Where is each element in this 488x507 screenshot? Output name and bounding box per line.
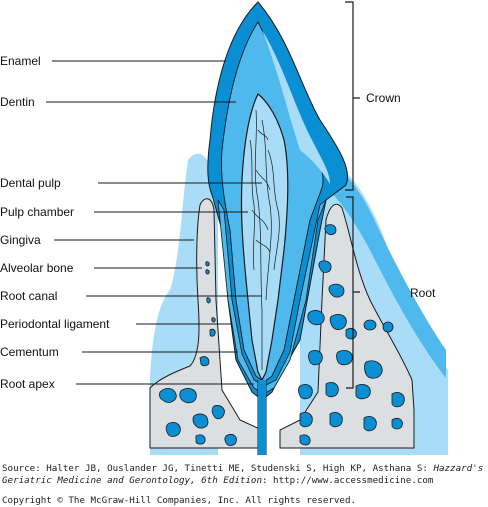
root-bracket xyxy=(346,196,360,389)
label-crown: Crown xyxy=(366,91,401,105)
label-gingiva: Gingiva xyxy=(0,233,41,247)
caption-copyright: Copyright © The McGraw-Hill Companies, I… xyxy=(2,495,357,506)
crown-bracket xyxy=(345,1,360,191)
label-root-apex: Root apex xyxy=(0,377,55,391)
label-pulp-chamber: Pulp chamber xyxy=(0,205,74,219)
label-root-canal: Root canal xyxy=(0,289,57,303)
bone-marrow-spaces xyxy=(159,224,405,446)
label-cementum: Cementum xyxy=(0,345,59,359)
source-caption: Source: Halter JB, Ouslander JG, Tinetti… xyxy=(2,463,486,507)
tooth-anatomy-diagram: Enamel Dentin Dental pulp Pulp chamber G… xyxy=(0,1,448,455)
leader-lines xyxy=(46,60,262,385)
caption-book-title-2: Geriatric Medicine and Gerontology, 6th … xyxy=(2,475,262,486)
caption-line-2: Geriatric Medicine and Gerontology, 6th … xyxy=(2,475,486,487)
label-periodontal-ligament: Periodontal ligament xyxy=(0,317,110,331)
label-root: Root xyxy=(410,286,436,300)
alveolar-bone-region xyxy=(149,198,415,449)
tooth xyxy=(207,1,348,455)
label-dentin: Dentin xyxy=(0,95,35,109)
caption-source-prefix: Source: Halter JB, Ouslander JG, Tinetti… xyxy=(2,463,434,474)
label-enamel: Enamel xyxy=(0,54,41,68)
label-alveolar-bone: Alveolar bone xyxy=(0,261,74,275)
label-dental-pulp: Dental pulp xyxy=(0,176,61,190)
caption-url: : http://www.accessmedicine.com xyxy=(261,475,434,486)
dental-pulp-vessels xyxy=(249,109,280,370)
caption-line-1: Source: Halter JB, Ouslander JG, Tinetti… xyxy=(2,463,486,475)
caption-book-title-1: Hazzard's xyxy=(433,463,484,474)
